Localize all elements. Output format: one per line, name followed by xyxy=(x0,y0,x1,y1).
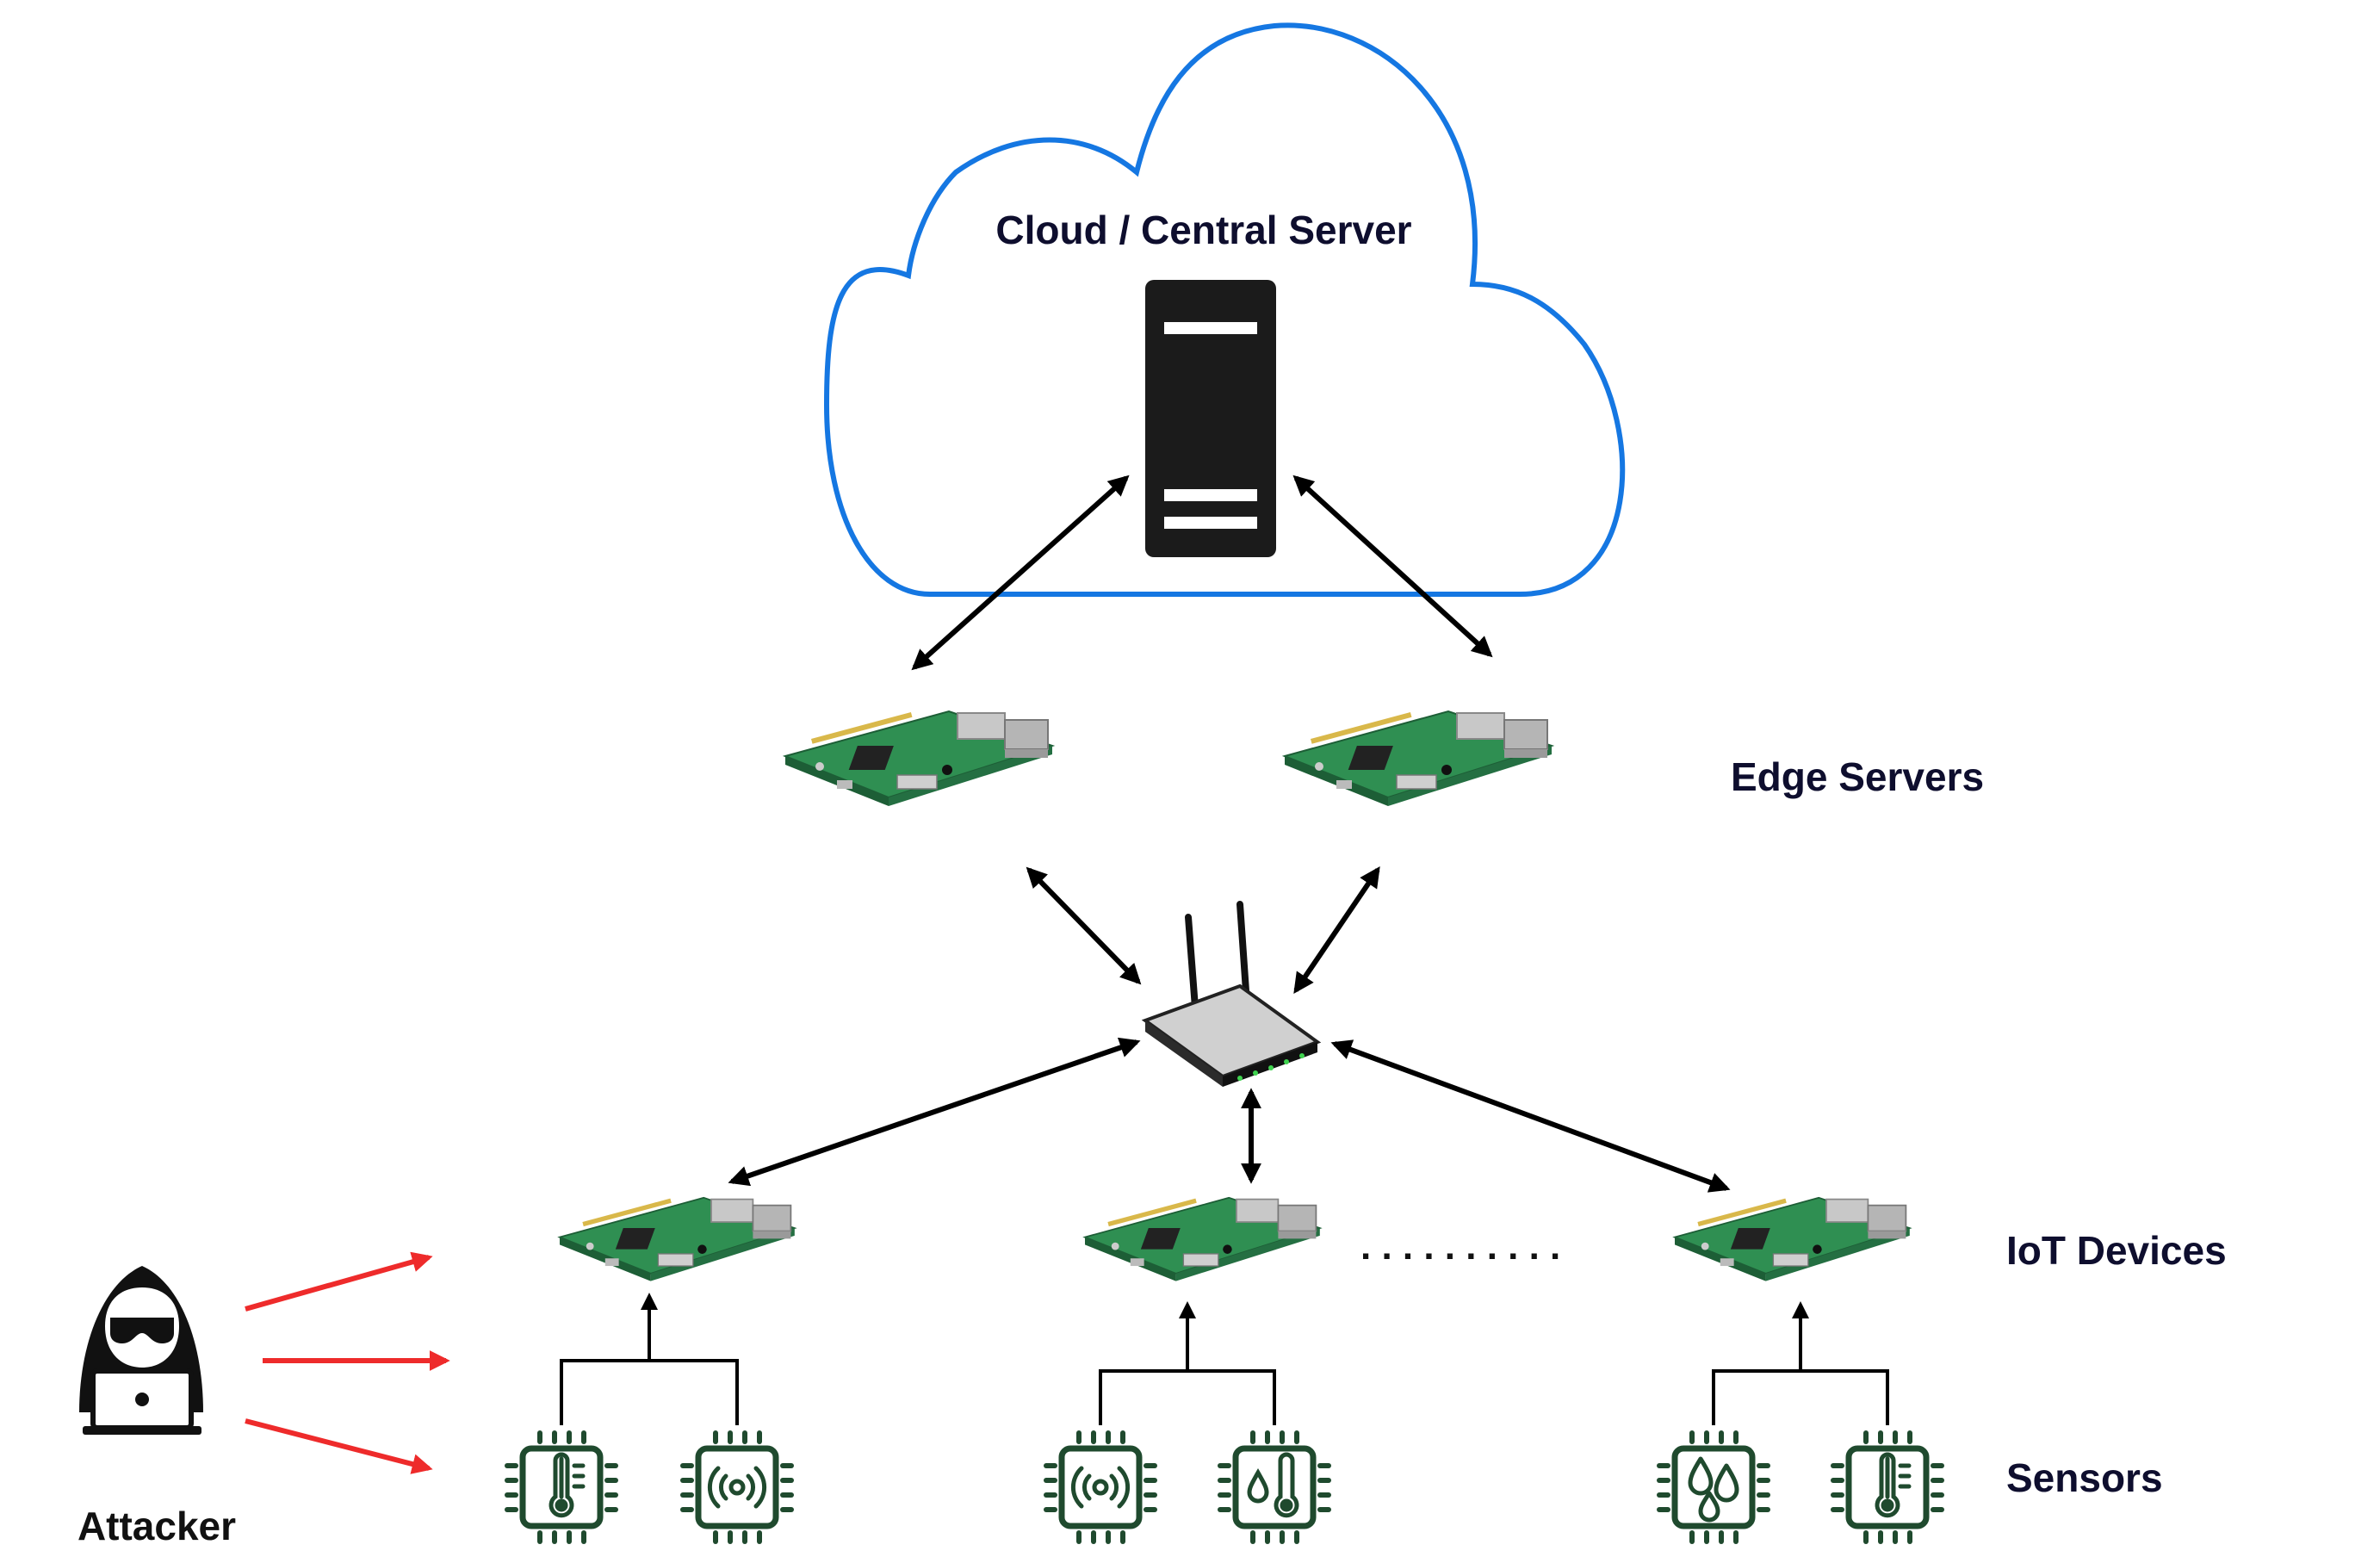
server-tower-icon xyxy=(1145,280,1276,557)
sensors-label: Sensors xyxy=(2006,1455,2163,1500)
edge-servers-label: Edge Servers xyxy=(1731,754,1984,799)
arrow-cloud-edge-right xyxy=(1292,475,1493,658)
hooded-hacker-icon xyxy=(79,1266,203,1435)
arrow-router-iot-right xyxy=(1330,1039,1731,1193)
edge-server-left xyxy=(784,710,1053,807)
attack-arrow-1 xyxy=(245,1251,433,1312)
thermometer-chip-icon xyxy=(507,1433,616,1541)
droplets-chip-icon xyxy=(1659,1433,1768,1541)
thermometer-chip-icon xyxy=(1833,1433,1942,1541)
iot-device-2 xyxy=(1084,1196,1321,1282)
arrow-edge-right-router xyxy=(1293,866,1380,994)
arrow-edge-left-router xyxy=(1026,866,1142,985)
iot-device-1 xyxy=(559,1196,796,1282)
attack-arrow-3 xyxy=(245,1418,433,1474)
sensor-connectors xyxy=(560,1293,1889,1425)
attacker-label: Attacker xyxy=(77,1504,236,1548)
signal-chip-icon xyxy=(1046,1433,1155,1541)
iot-device-3 xyxy=(1674,1196,1911,1282)
edge-server-right xyxy=(1284,710,1553,807)
arrow-router-iot-left xyxy=(728,1037,1141,1187)
thermo-drop-chip-icon xyxy=(1220,1433,1329,1541)
ellipsis-dots: . . . . . . . . . . xyxy=(1360,1225,1560,1268)
iot-devices-label: IoT Devices xyxy=(2006,1228,2227,1273)
wifi-router-icon xyxy=(1141,901,1322,1087)
arrow-cloud-edge-left xyxy=(911,475,1130,671)
cloud-label: Cloud / Central Server xyxy=(995,208,1411,252)
signal-chip-icon xyxy=(683,1433,791,1541)
